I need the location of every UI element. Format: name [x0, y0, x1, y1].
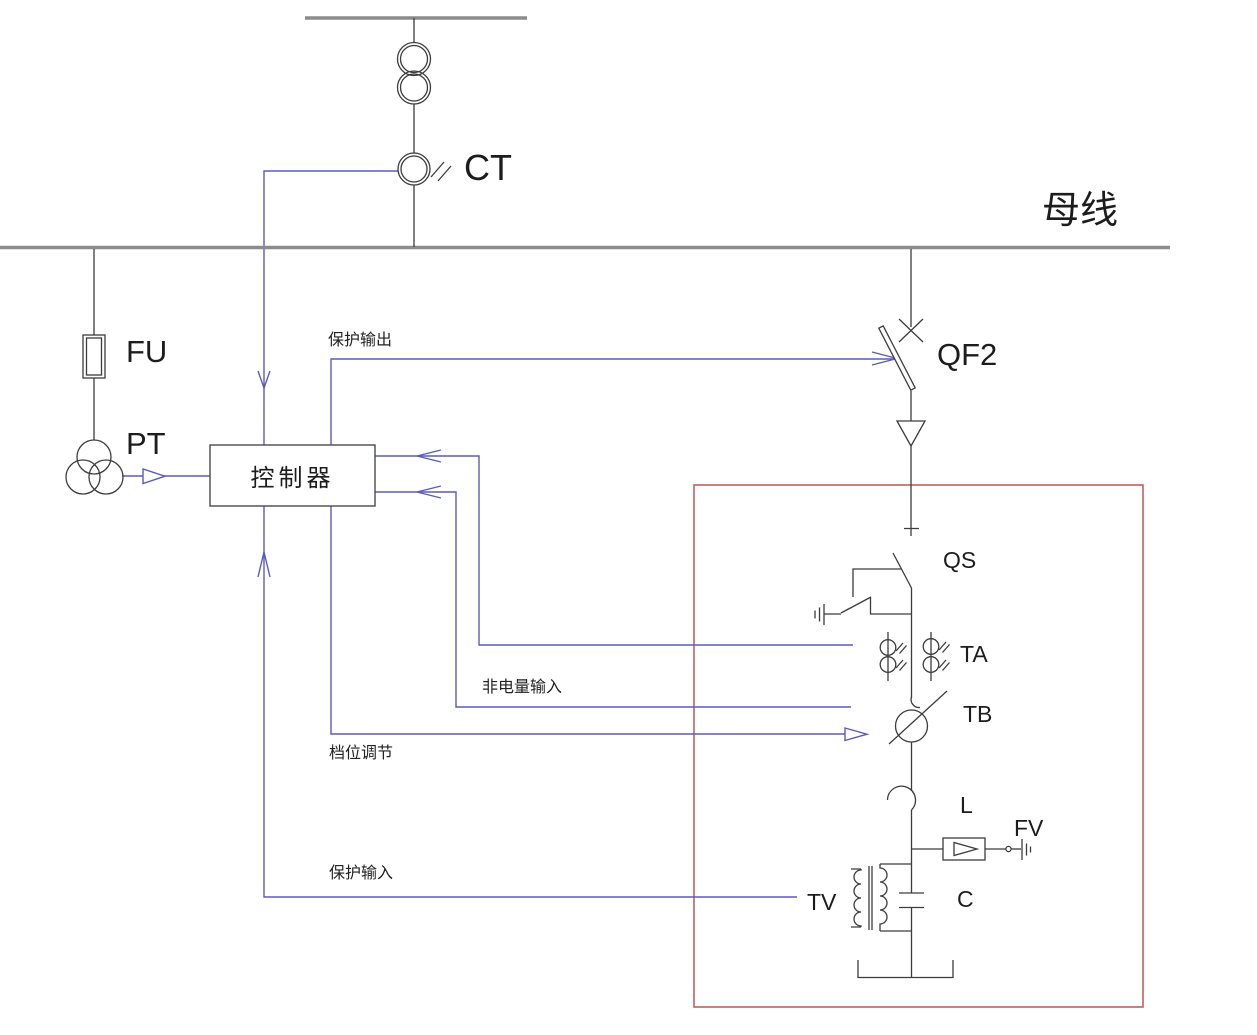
busbar-label: 母线 — [1042, 190, 1119, 232]
fu-label: FU — [126, 334, 168, 369]
qs-symbol — [814, 552, 913, 698]
tap-adjustment-label: 档位调节 — [329, 745, 394, 762]
incoming-feeder — [396, 18, 452, 247]
pt-label: PT — [126, 426, 166, 461]
arrow-right-triangle-icon — [844, 727, 870, 742]
arrow-up-icon — [257, 551, 271, 578]
protection-output-label: 保护输出 — [328, 332, 393, 349]
ta-symbol — [879, 632, 950, 681]
fv-symbol — [911, 837, 1032, 861]
protection-input-label: 保护输入 — [329, 865, 394, 882]
qf2-label: QF2 — [937, 337, 998, 372]
ground-icon — [1021, 839, 1032, 860]
fu-symbol — [82, 334, 106, 379]
qf2-symbol — [877, 249, 927, 536]
transformer-symbol — [396, 41, 432, 105]
non-electrical-input-line — [375, 491, 851, 708]
core-lines — [868, 866, 873, 930]
breaker-blade — [877, 325, 917, 392]
fv-label: FV — [1014, 815, 1044, 841]
tb-symbol — [888, 690, 948, 784]
c-label: C — [957, 886, 974, 912]
l-symbol — [886, 784, 917, 864]
ct-symbol — [397, 152, 452, 186]
arrow-left-icon — [416, 485, 442, 499]
protection-output-and-tap-line — [330, 358, 895, 735]
pt-symbol — [65, 439, 124, 495]
non-electrical-input-label: 非电量输入 — [482, 679, 563, 696]
l-label: L — [960, 792, 973, 818]
capacitor-plates — [899, 892, 924, 909]
tb-label: TB — [963, 701, 993, 727]
arrow-down-icon — [257, 370, 271, 391]
qs-label: QS — [943, 547, 977, 573]
pt-branch — [65, 249, 124, 495]
ct-and-protection-input-line — [263, 170, 797, 898]
breaker-x-icon — [898, 318, 924, 343]
arrow-right-triangle-icon — [142, 468, 168, 485]
highlight-box — [693, 484, 1144, 1008]
c-symbol — [899, 864, 924, 931]
ct-hash-icon — [895, 642, 907, 671]
ta-label: TA — [960, 641, 988, 667]
plug-in-contact-icon — [895, 420, 927, 448]
ct-hash-icon — [430, 161, 452, 182]
controller-box — [209, 444, 376, 507]
ground-icon — [814, 604, 825, 625]
ct-hash-icon — [938, 641, 950, 671]
tv-symbol — [851, 863, 912, 932]
ct-label: CT — [464, 147, 512, 188]
tv-label: TV — [807, 889, 837, 915]
controller-label: 控制器 — [250, 465, 335, 492]
ta-input-line — [375, 455, 853, 646]
signal-lines — [122, 170, 900, 898]
tank-bracket — [857, 931, 954, 979]
arrow-left-icon — [416, 449, 442, 463]
